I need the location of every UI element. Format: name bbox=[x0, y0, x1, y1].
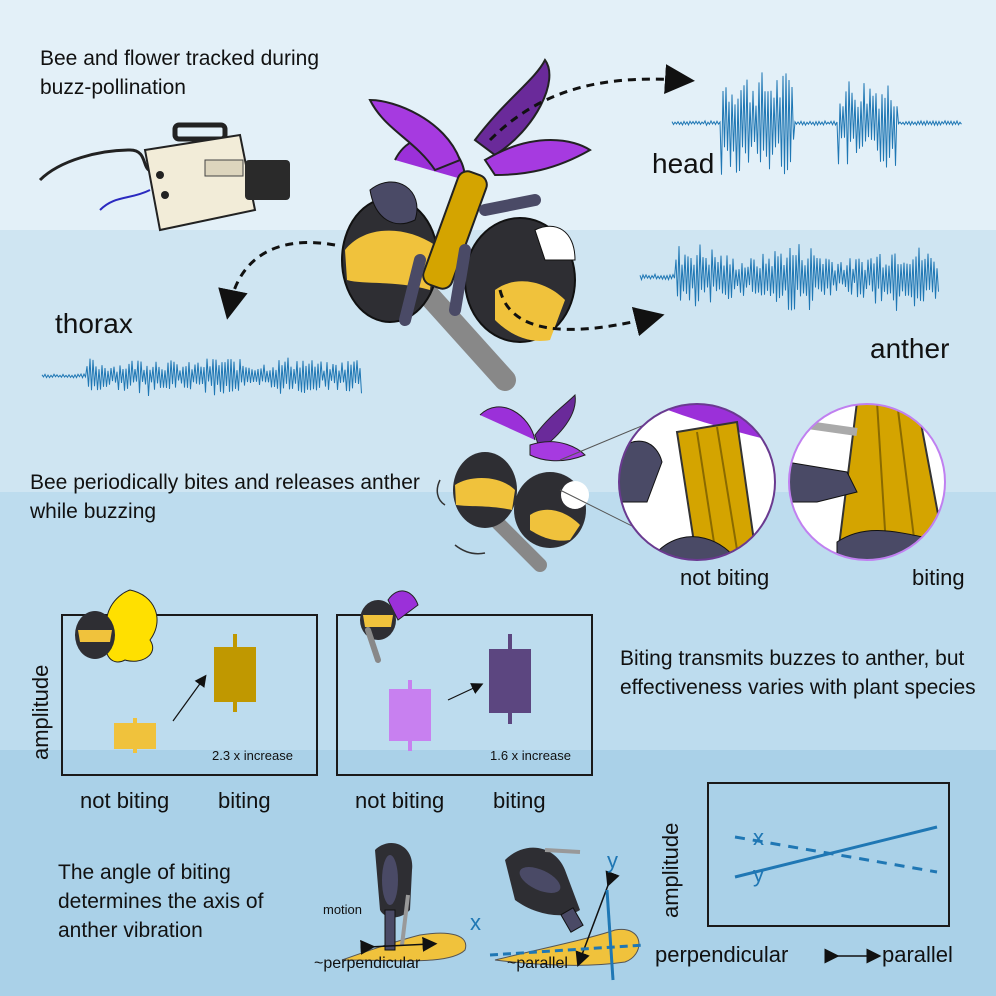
parallel-axis-label: parallel bbox=[882, 942, 953, 967]
arrow-to-anther bbox=[498, 289, 665, 337]
inset-not-biting-label: not biting bbox=[680, 565, 770, 590]
biting-box bbox=[489, 649, 531, 713]
tracking-arrows bbox=[218, 64, 695, 337]
angle-caption: The angle of biting determines the axis … bbox=[58, 861, 264, 942]
anther-waveform bbox=[639, 244, 939, 311]
parallel-label: ~parallel bbox=[507, 955, 568, 972]
amplitude-panel-1 bbox=[61, 614, 318, 776]
inset-not-biting bbox=[618, 403, 776, 561]
anther-label: anther bbox=[870, 333, 950, 364]
panel-1-bee-flower bbox=[75, 589, 158, 663]
transmission-caption: Biting transmits buzzes to anther, but e… bbox=[620, 647, 976, 699]
biting-caption: Bee periodically bites and releases anth… bbox=[30, 471, 420, 523]
axis-x-label: x bbox=[470, 910, 481, 935]
panel-1-boxes bbox=[114, 634, 256, 753]
amplitude-panel-2 bbox=[336, 614, 593, 776]
thorax-waveform bbox=[41, 357, 362, 397]
waveform-trace bbox=[41, 357, 362, 397]
waveform-trace bbox=[639, 244, 939, 311]
inset-biting-label: biting bbox=[912, 565, 965, 590]
perpendicular-axis-label: perpendicular bbox=[655, 942, 789, 967]
series-y-line bbox=[734, 825, 938, 879]
head-waveform bbox=[671, 72, 962, 175]
bee-on-flower-illustration bbox=[341, 58, 592, 391]
tracking-caption: Bee and flower tracked during buzz-polli… bbox=[40, 47, 319, 99]
motion-label: motion bbox=[323, 902, 363, 917]
thorax-label: thorax bbox=[55, 308, 133, 339]
increase-arrow bbox=[172, 674, 207, 722]
amplitude-axis-label: amplitude bbox=[28, 664, 53, 760]
perpendicular-label: ~perpendicular bbox=[314, 955, 421, 972]
high-speed-camera-icon bbox=[38, 122, 290, 232]
not-biting-box bbox=[114, 723, 156, 749]
waveform-trace bbox=[671, 72, 962, 175]
increase-arrow bbox=[447, 683, 484, 701]
series-x-label: x bbox=[753, 825, 764, 850]
inset-biting bbox=[788, 403, 946, 561]
parallel-bite-illustration bbox=[489, 847, 646, 981]
panel-2-bee-flower bbox=[360, 590, 419, 663]
double-arrow-icon bbox=[824, 948, 882, 964]
panel-1-note: 2.3 x increase bbox=[212, 748, 293, 763]
angle-plot-lines bbox=[734, 825, 938, 879]
biting-box bbox=[214, 647, 256, 702]
panel-1-xlabel-biting: biting bbox=[218, 788, 271, 813]
not-biting-box bbox=[389, 689, 431, 741]
series-y-label: y bbox=[753, 862, 764, 887]
head-label: head bbox=[652, 148, 715, 179]
arrow-to-thorax bbox=[218, 241, 336, 320]
angle-plot-ylabel: amplitude bbox=[658, 822, 683, 918]
perpendicular-bite-illustration bbox=[341, 842, 467, 962]
angle-amplitude-plot bbox=[707, 782, 950, 927]
buzzing-bee-illustration bbox=[436, 393, 589, 572]
arrow-to-head bbox=[488, 64, 695, 142]
panel-2-xlabel-not-biting: not biting bbox=[355, 788, 445, 813]
panel-2-note: 1.6 x increase bbox=[490, 748, 571, 763]
series-x-line bbox=[734, 835, 938, 874]
panel-2-boxes bbox=[389, 634, 531, 751]
panel-1-xlabel-not-biting: not biting bbox=[80, 788, 170, 813]
axis-y-label: y bbox=[607, 848, 618, 873]
panel-2-xlabel-biting: biting bbox=[493, 788, 546, 813]
